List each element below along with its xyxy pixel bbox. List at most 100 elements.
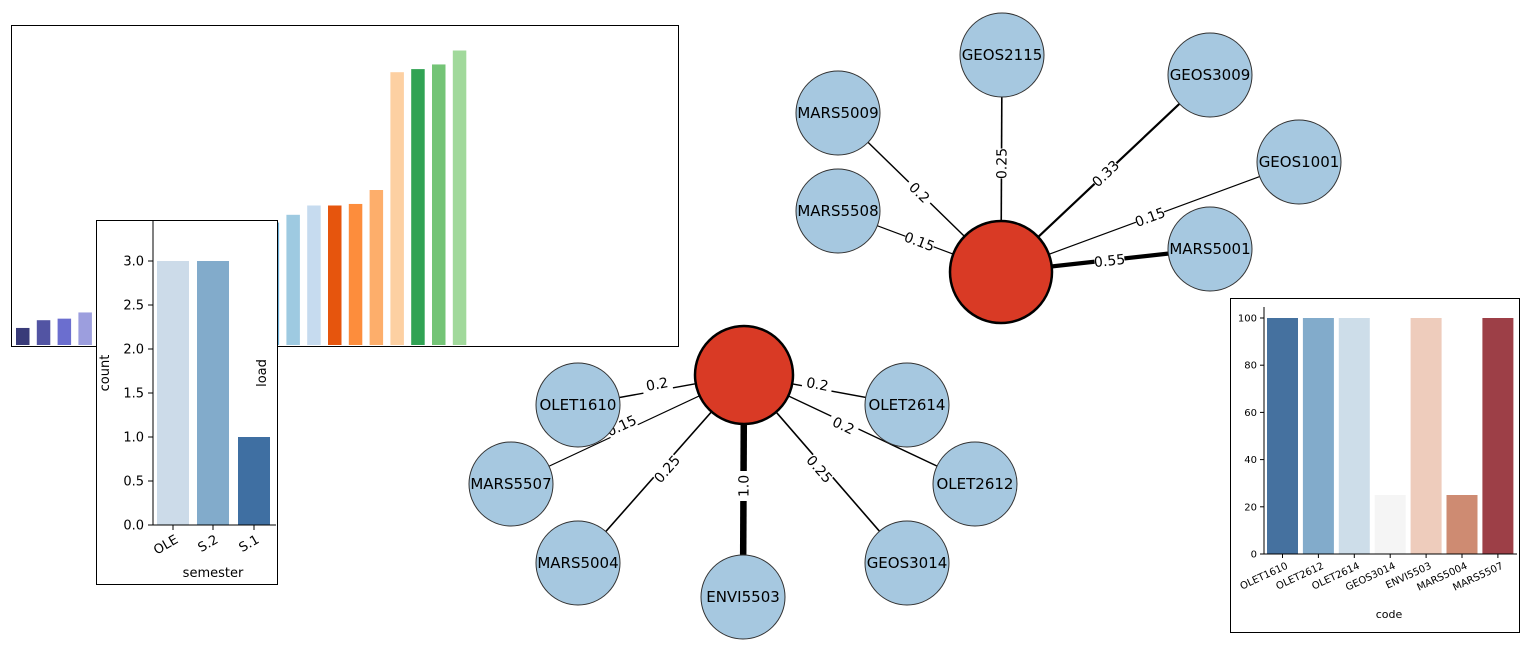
- edge-weight-bg: [801, 372, 834, 396]
- load-bar: [36, 320, 51, 345]
- course-node-label: MARS5004: [537, 554, 618, 572]
- semester-bars: [157, 261, 270, 525]
- code-y-tick-label: 40: [1244, 455, 1257, 466]
- semester-x-tick-label: S.1: [237, 532, 262, 555]
- course-node-label: GEOS3009: [1170, 66, 1251, 84]
- edge-weight: 0.25: [992, 148, 1011, 179]
- semester-y-tick-label: 1.0: [123, 431, 144, 446]
- course-node: [1167, 206, 1253, 292]
- load-bar: [390, 72, 404, 345]
- course-node-label: MARS5507: [470, 475, 551, 493]
- code-bar: [1410, 318, 1442, 554]
- semester-y-tick-label: 0.0: [123, 519, 144, 534]
- course-node: [1167, 32, 1253, 118]
- edge-weight-bg: [604, 410, 639, 441]
- course-node: [959, 12, 1045, 98]
- code-y-tick-label: 0: [1251, 550, 1257, 561]
- edge-weight-label: 0.25: [994, 148, 1010, 179]
- edge-weight-label: 0.25: [651, 453, 684, 487]
- course-node-label: MARS5001: [1169, 240, 1250, 258]
- edge-weight-bg: [640, 372, 674, 396]
- semester-y-label: count: [98, 355, 113, 392]
- course-node-label: ENVI5503: [706, 588, 780, 606]
- edge-weight-label: 0.2: [805, 375, 830, 395]
- course-node-label: MARS5508: [797, 202, 878, 220]
- edge-weight-bg: [802, 451, 837, 487]
- edge-weight-bg: [902, 175, 937, 210]
- course-node: [795, 70, 881, 156]
- load-bar: [57, 318, 72, 345]
- edge-weight: 0.25: [650, 451, 684, 487]
- load-y-label: load: [255, 359, 270, 387]
- edge-weight-label: 0.2: [645, 375, 670, 395]
- load-bar: [78, 312, 92, 345]
- course-node: [932, 441, 1018, 527]
- edge-weight-bg: [1132, 203, 1168, 231]
- course-node: [535, 520, 621, 606]
- edge-weight-label: 0.55: [1093, 252, 1126, 271]
- course-node-label: GEOS1001: [1259, 153, 1340, 171]
- load-bar: [369, 190, 384, 345]
- semester-x-label: semester: [183, 566, 244, 581]
- code-y-tick-label: 100: [1238, 314, 1257, 325]
- hub-node: [948, 219, 1054, 325]
- edge-weight-label: 0.15: [1133, 205, 1168, 231]
- course-node: [468, 441, 554, 527]
- semester-y-tick-label: 1.5: [123, 387, 144, 402]
- course-node: [864, 362, 950, 448]
- edge-weight-bg: [902, 227, 937, 256]
- code-bar: [1374, 495, 1406, 554]
- semester-bar: [197, 261, 229, 525]
- semester-x-tick-label: S.2: [196, 532, 221, 555]
- course-node: [700, 554, 786, 640]
- course-node: [535, 362, 621, 448]
- semester-y-tick-label: 3.0: [123, 255, 144, 270]
- code-y-tick-label: 20: [1244, 502, 1257, 513]
- load-bar: [452, 50, 467, 345]
- load-bar: [307, 205, 321, 345]
- edge-weight-bg: [650, 451, 684, 487]
- edge-weight: 0.2: [640, 372, 674, 396]
- code-bar: [1338, 318, 1370, 554]
- semester-y-tick-label: 0.5: [123, 475, 144, 490]
- course-node-label: GEOS3014: [867, 554, 948, 572]
- code-y-tick-label: 80: [1244, 361, 1257, 372]
- course-node-label: OLET2614: [869, 396, 946, 414]
- edge-weight-bg: [1088, 156, 1123, 191]
- course-node: [1256, 119, 1342, 205]
- course-node: [795, 168, 881, 254]
- edge-weight-label: 0.15: [902, 229, 937, 255]
- hub-node: [693, 324, 795, 426]
- code-y-tick-label: 60: [1244, 408, 1257, 419]
- code-bar: [1446, 495, 1478, 554]
- course-node: [864, 520, 950, 606]
- course-node-label: OLET2612: [937, 475, 1014, 493]
- load-bar: [328, 205, 342, 345]
- code-chart: 0 20 40 60 80 100 OLET1610OLET2612OLET2614GEO…: [1238, 307, 1517, 621]
- edge-weight: 0.15: [1132, 203, 1168, 231]
- course-node-label: MARS5009: [797, 104, 878, 122]
- edge-weight-bg: [734, 470, 753, 502]
- code-x-label: code: [1376, 608, 1403, 621]
- code-bars: [1267, 318, 1514, 554]
- semester-bar: [238, 437, 270, 525]
- edge-weight: 1.0: [734, 470, 753, 502]
- code-bar: [1267, 318, 1298, 554]
- load-bar: [286, 214, 300, 345]
- load-bar: [432, 64, 446, 345]
- edge-weight-bg: [992, 148, 1011, 179]
- semester-y-ticks: 0.00.51.01.52.02.53.0: [123, 255, 153, 534]
- load-bar: [411, 69, 425, 345]
- code-bar: [1482, 318, 1514, 554]
- edge-weight-label: 1.0: [736, 475, 752, 497]
- code-x-ticks: OLET1610OLET2612OLET2614GEOS3014ENVI5503…: [1239, 554, 1505, 594]
- code-y-ticks: 0 20 40 60 80 100: [1238, 314, 1264, 561]
- semester-y-tick-label: 2.5: [123, 299, 144, 314]
